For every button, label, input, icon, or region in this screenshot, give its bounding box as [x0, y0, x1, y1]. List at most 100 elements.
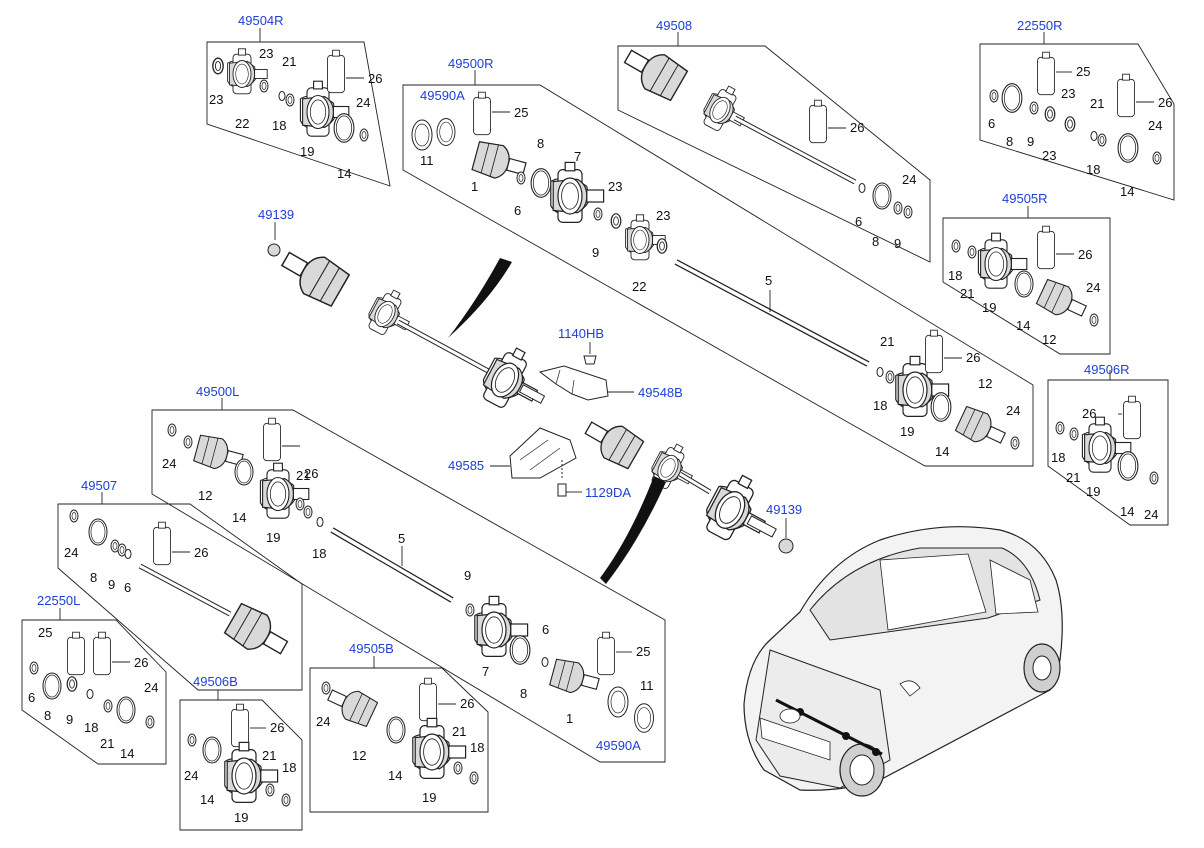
part-21: 21: [880, 334, 894, 349]
part-25: 25: [38, 625, 52, 640]
part-25: 25: [514, 105, 528, 120]
part-7: 7: [574, 149, 581, 164]
part-24: 24: [1006, 403, 1020, 418]
part-14: 14: [1120, 504, 1134, 519]
part-24: 24: [184, 768, 198, 783]
callout-49504R: 49504R: [238, 13, 284, 28]
callout-49500R: 49500R: [448, 56, 494, 71]
callout-49590A-bottom: 49590A: [596, 738, 641, 753]
part-6: 6: [28, 690, 35, 705]
part-9: 9: [592, 245, 599, 260]
callout-49506B: 49506B: [193, 674, 238, 689]
part-18: 18: [272, 118, 286, 133]
part-9: 9: [894, 236, 901, 251]
part-21: 21: [1066, 470, 1080, 485]
part-18: 18: [873, 398, 887, 413]
part-14: 14: [200, 792, 214, 807]
part-23: 23: [1061, 86, 1075, 101]
part-14: 14: [1016, 318, 1030, 333]
callout-49585: 49585: [448, 458, 484, 473]
part-5: 5: [398, 531, 405, 546]
part-12: 12: [1042, 332, 1056, 347]
callout-49139-top: 49139: [258, 207, 294, 222]
part-19: 19: [982, 300, 996, 315]
part-6: 6: [124, 580, 131, 595]
part-6: 6: [988, 116, 995, 131]
part-25: 25: [636, 644, 650, 659]
part-26: 26: [460, 696, 474, 711]
part-12: 12: [198, 488, 212, 503]
part-26: 26: [1078, 247, 1092, 262]
part-24: 24: [356, 95, 370, 110]
part-11: 11: [640, 678, 654, 693]
part-22: 22: [235, 116, 249, 131]
kit-box-49508: [617, 45, 931, 263]
kit-box-22550L: [21, 619, 167, 765]
part-23: 23: [608, 179, 622, 194]
part-1: 1: [566, 711, 573, 726]
part-18: 18: [470, 740, 484, 755]
kit-box-49506R: [1047, 379, 1169, 526]
kit-box-49504R: [206, 41, 391, 187]
kit-box-49507: [57, 503, 303, 691]
part-21: 21: [262, 748, 276, 763]
part-5: 5: [765, 273, 772, 288]
part-24: 24: [1144, 507, 1158, 522]
callout-49500L: 49500L: [196, 384, 239, 399]
part-9: 9: [1027, 134, 1034, 149]
part-6: 6: [855, 214, 862, 229]
part-1: 1: [471, 179, 478, 194]
part-21: 21: [452, 724, 466, 739]
part-24: 24: [902, 172, 916, 187]
callout-49506R: 49506R: [1084, 362, 1130, 377]
part-18: 18: [1051, 450, 1065, 465]
part-23: 23: [209, 92, 223, 107]
callout-49548B: 49548B: [638, 385, 683, 400]
part-14: 14: [232, 510, 246, 525]
part-8: 8: [520, 686, 527, 701]
part-14: 14: [935, 444, 949, 459]
part-14: 14: [388, 768, 402, 783]
part-12: 12: [352, 748, 366, 763]
kit-box-49500L: [151, 409, 666, 763]
part-8: 8: [537, 136, 544, 151]
part-9: 9: [464, 568, 471, 583]
callout-1129DA: 1129DA: [585, 485, 631, 500]
part-24: 24: [1086, 280, 1100, 295]
part-11: 11: [420, 153, 434, 168]
kit-box-22550R: [979, 43, 1175, 201]
part-25: 25: [1076, 64, 1090, 79]
part-26: 26: [1158, 95, 1172, 110]
car-illustration: [743, 526, 1063, 797]
callout-49139-bottom: 49139: [766, 502, 802, 517]
callout-49505R: 49505R: [1002, 191, 1048, 206]
kit-box-49506B: [179, 699, 303, 831]
part-18: 18: [84, 720, 98, 735]
part-19: 19: [266, 530, 280, 545]
part-18: 18: [282, 760, 296, 775]
part-24: 24: [162, 456, 176, 471]
part-26: 26: [1082, 406, 1096, 421]
part-21: 21: [100, 736, 114, 751]
part-23: 23: [656, 208, 670, 223]
part-23: 23: [1042, 148, 1056, 163]
part-21: 21: [282, 54, 296, 69]
part-26: 26: [134, 655, 148, 670]
kit-box-49500R: [402, 84, 1034, 467]
part-12: 12: [978, 376, 992, 391]
callout-22550L: 22550L: [37, 593, 80, 608]
part-8: 8: [90, 570, 97, 585]
callout-49507: 49507: [81, 478, 117, 493]
part-26: 26: [368, 71, 382, 86]
part-24: 24: [64, 545, 78, 560]
part-22: 22: [632, 279, 646, 294]
part-24: 24: [144, 680, 158, 695]
part-9: 9: [108, 577, 115, 592]
part-7: 7: [482, 664, 489, 679]
part-21: 21: [960, 286, 974, 301]
part-18: 18: [1086, 162, 1100, 177]
part-9: 9: [66, 712, 73, 727]
part-8: 8: [872, 234, 879, 249]
part-14: 14: [120, 746, 134, 761]
